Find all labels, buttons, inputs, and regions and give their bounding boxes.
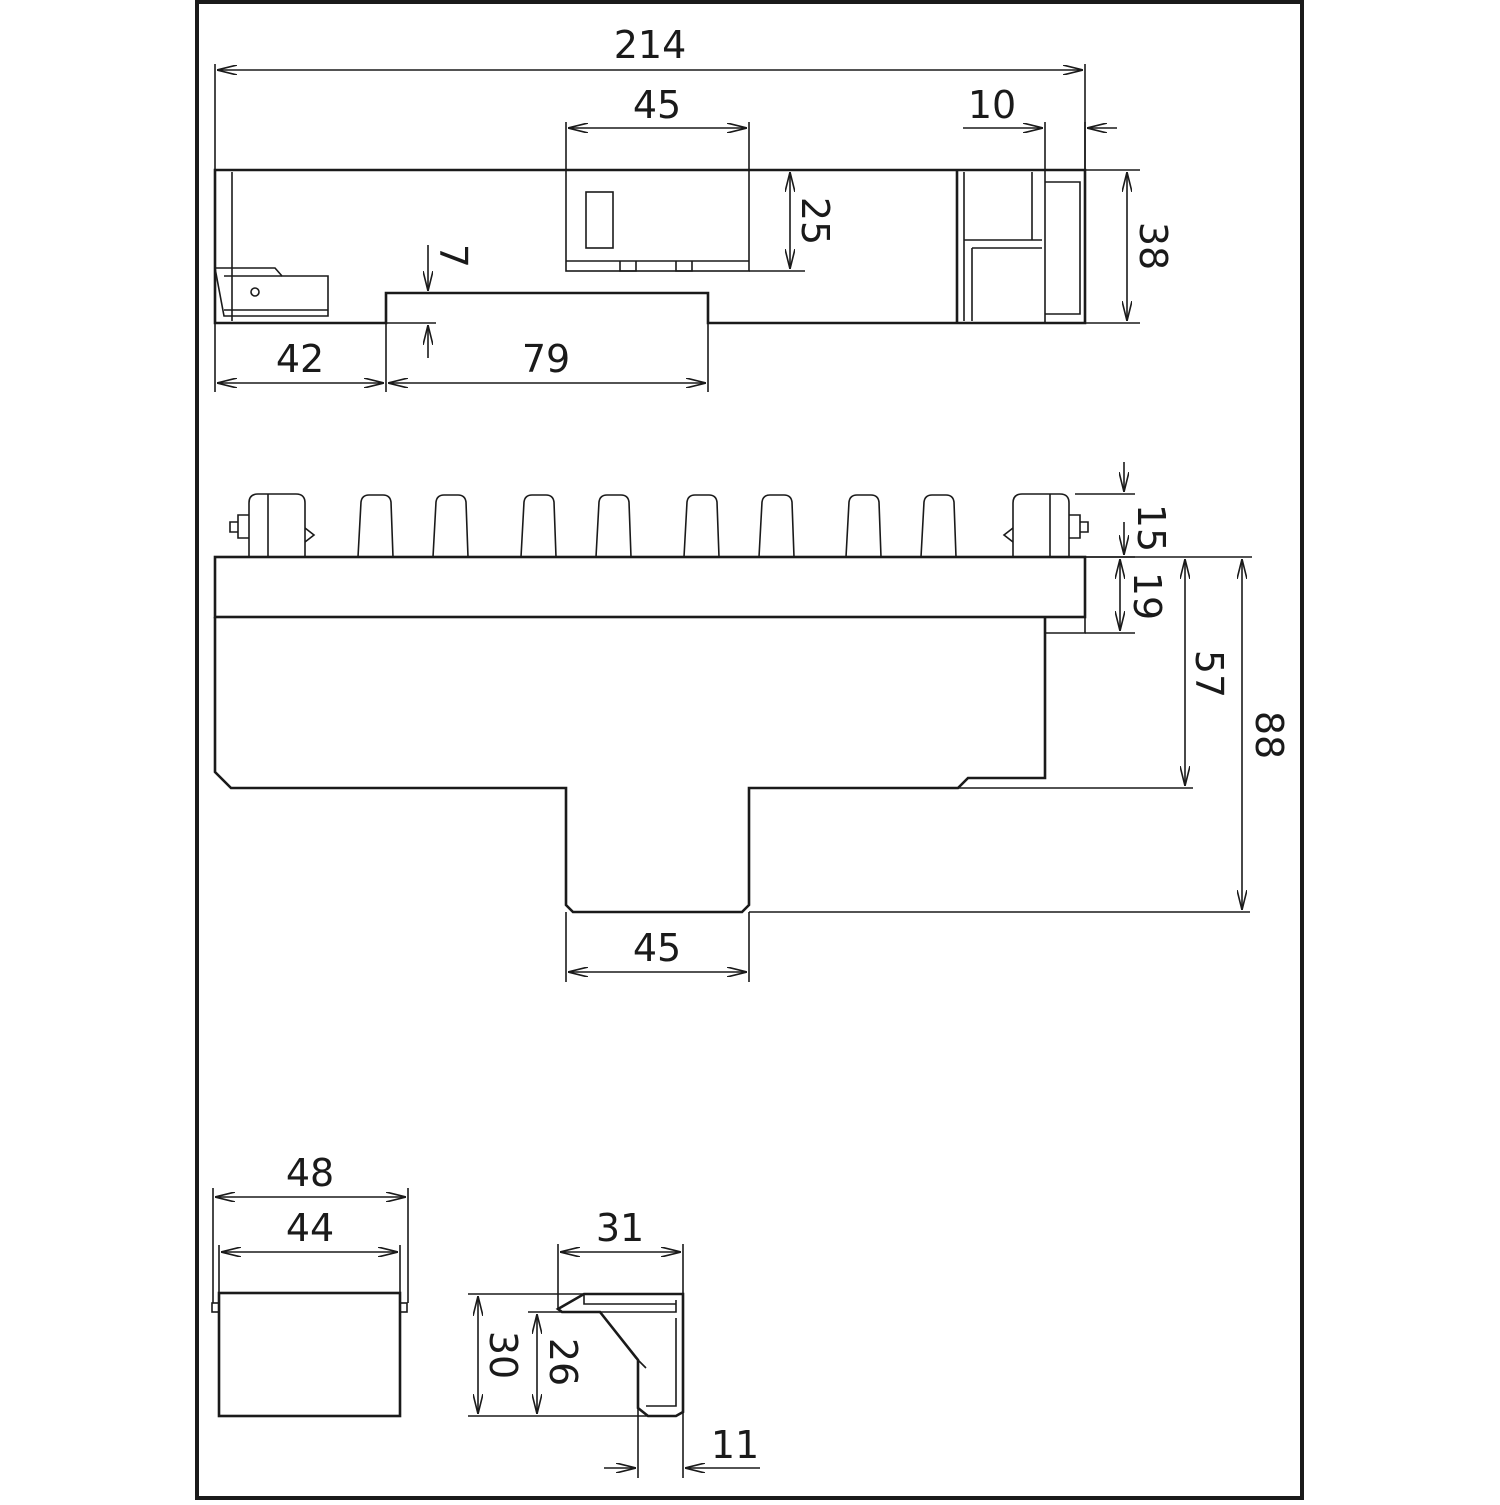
top-view-terminal <box>214 267 329 317</box>
dim-cover-inner-width: 44 <box>286 1206 334 1250</box>
dim-overall-length: 214 <box>614 23 687 67</box>
dim-side-width: 31 <box>596 1206 644 1250</box>
top-view-body-outline <box>213 168 1087 325</box>
dim-pin-height: 15 <box>1129 504 1173 552</box>
dim-connector-width: 45 <box>633 83 681 127</box>
dim-connector-height: 25 <box>793 197 837 245</box>
dim-side-height-outer: 30 <box>481 1331 525 1379</box>
top-view-connector-block <box>565 169 750 272</box>
sheet-frame <box>195 0 1304 1500</box>
front-view-flange <box>213 555 1087 619</box>
side-view: 31 30 26 11 <box>468 1206 760 1478</box>
cover-view: 48 44 <box>211 1151 409 1418</box>
front-view-pins <box>357 494 957 558</box>
dim-side-foot-width: 11 <box>711 1423 759 1467</box>
dim-left-offset: 42 <box>276 337 324 381</box>
dim-bottom-width: 45 <box>633 926 681 970</box>
front-view: 15 19 57 88 45 <box>213 462 1291 982</box>
front-view-body-outline <box>213 617 1047 914</box>
front-view-terminal-right <box>1002 493 1089 557</box>
top-view: 214 45 10 25 38 7 42 79 <box>213 23 1175 392</box>
dim-overall-height: 38 <box>1131 222 1175 270</box>
dim-flange-height: 19 <box>1125 572 1169 620</box>
dim-end-cap: 10 <box>968 83 1016 127</box>
dim-base-length: 79 <box>522 337 570 381</box>
dim-cover-outer-width: 48 <box>286 1151 334 1195</box>
dim-side-height-inner: 26 <box>541 1338 585 1386</box>
dim-total-height: 88 <box>1247 711 1291 759</box>
cover-body <box>217 1291 402 1418</box>
front-view-terminal-left <box>229 493 316 557</box>
dim-step-height: 7 <box>431 244 475 268</box>
dim-body-height: 57 <box>1187 650 1231 698</box>
